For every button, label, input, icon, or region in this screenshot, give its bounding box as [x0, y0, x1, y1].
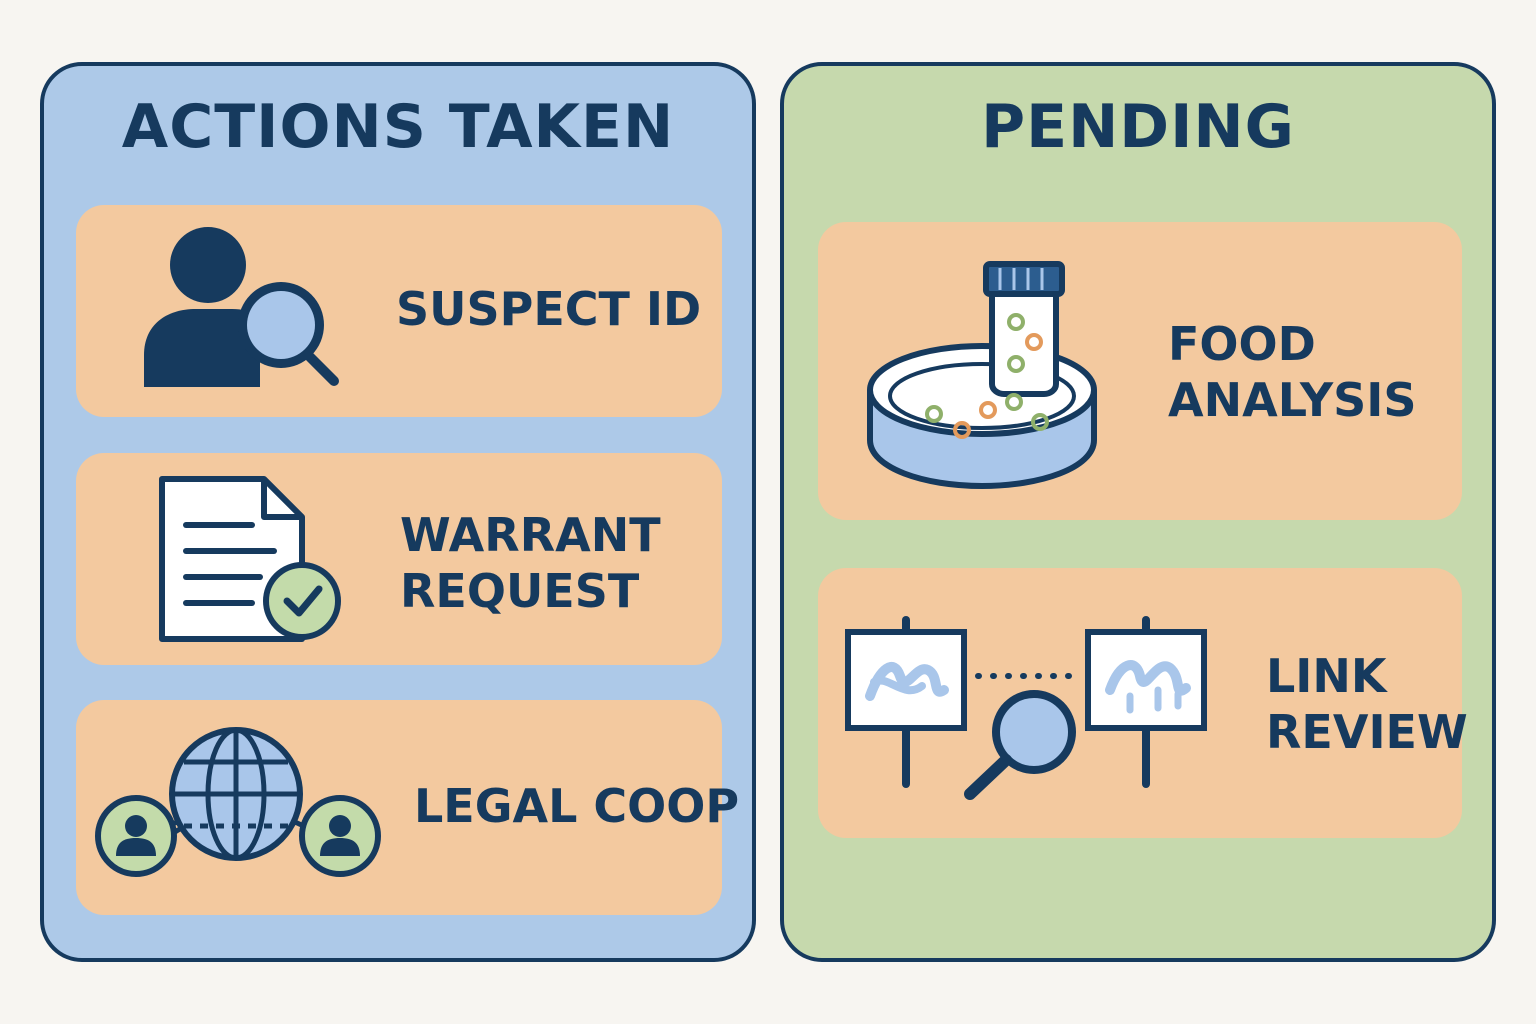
link-review-line-1: LINK — [1266, 649, 1387, 703]
link-review-line-2: REVIEW — [1266, 705, 1468, 759]
card-food-analysis: FOOD ANALYSIS — [818, 222, 1462, 520]
food-analysis-line-2: ANALYSIS — [1168, 373, 1417, 427]
warrant-request-line-1: WARRANT — [400, 508, 661, 562]
card-legal-coop: LEGAL COOP — [76, 700, 739, 915]
actions-taken-title: ACTIONS TAKEN — [121, 92, 675, 162]
link-review-label: LINK REVIEW — [1266, 648, 1468, 760]
food-analysis-line-1: FOOD — [1168, 317, 1316, 371]
petri-dish-sample-icon — [867, 261, 1097, 490]
legal-coop-label: LEGAL COOP — [414, 779, 740, 833]
suspect-search-icon — [144, 227, 339, 387]
global-network-icon — [95, 727, 381, 877]
warrant-request-line-2: REQUEST — [400, 564, 640, 618]
document-check-icon — [159, 476, 341, 642]
evidence-boards-magnifier-icon — [845, 616, 1207, 800]
card-warrant-request: WARRANT REQUEST — [76, 453, 722, 665]
warrant-request-label: WARRANT REQUEST — [400, 507, 661, 619]
suspect-id-label: SUSPECT ID — [396, 282, 702, 336]
food-analysis-label: FOOD ANALYSIS — [1168, 316, 1417, 428]
pending-title: PENDING — [981, 92, 1295, 162]
card-suspect-id: SUSPECT ID — [76, 205, 722, 417]
card-link-review: LINK REVIEW — [818, 568, 1468, 838]
